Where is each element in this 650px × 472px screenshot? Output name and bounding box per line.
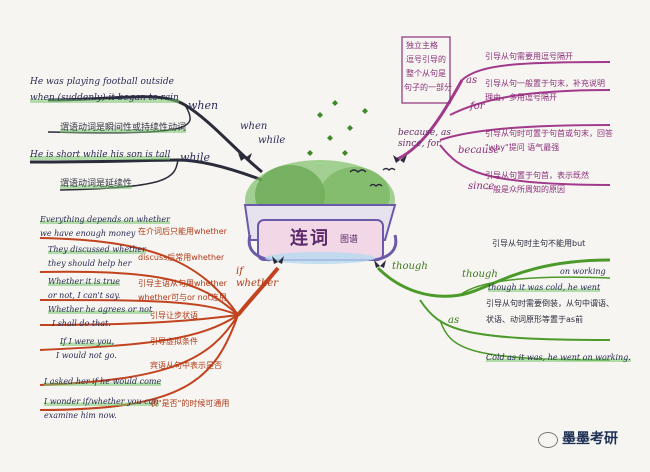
branch-for <box>449 89 611 116</box>
branch-as-bottom <box>419 299 611 341</box>
node-while: while <box>180 151 211 164</box>
since-note-2: 一般是众所周知的原因 <box>485 185 565 194</box>
box-line-4: 句子的一部分 <box>404 83 452 92</box>
box-line-1: 独立主格 <box>406 41 438 50</box>
box-line-3: 整个从句是 <box>406 69 446 78</box>
if-note-1: 在介词后只能用whether <box>138 227 227 236</box>
if-example-9: If I were you, <box>60 337 115 346</box>
if-note-3: 引导主语从句用whether <box>138 279 227 288</box>
butterfly-icon <box>374 260 386 268</box>
if-example-3: They discussed whether <box>48 245 146 254</box>
if-example-5: Whether it is true <box>48 277 121 286</box>
node-for: for <box>470 101 485 112</box>
when-example-2: when (suddenly) it began to rain <box>30 93 179 103</box>
when-example-1: He was playing football outside <box>30 77 174 87</box>
node-if-whether: if whether <box>236 266 279 289</box>
if-example-8: I shall do that. <box>52 319 111 328</box>
butterfly-icon <box>272 256 284 264</box>
branch-while <box>29 158 263 182</box>
if-example-7: Whether he agrees or not <box>48 305 153 314</box>
though-note: 引导从句时主句不能用but <box>492 239 586 248</box>
because-note-2: "why"提问 语气最强 <box>485 143 560 152</box>
branch-though <box>376 258 611 298</box>
if-example-12: I wonder if/whether you can <box>44 397 159 406</box>
bird-icon <box>349 167 396 188</box>
if-example-6: or not, I can't say. <box>48 291 121 300</box>
butterfly-icon <box>238 153 252 161</box>
leaf-icon <box>307 100 368 156</box>
node-since: since <box>468 181 495 192</box>
node-when-while: when <box>240 121 268 132</box>
as-example: Cold as it was, he went on working. <box>486 353 631 362</box>
node-as-top: as <box>466 75 478 86</box>
branch-because-sub <box>439 124 611 141</box>
if-example-2: we have enough money <box>40 229 136 238</box>
though-example-2: though it was cold, he went <box>488 283 601 292</box>
center-subtitle: 图谱 <box>340 235 359 245</box>
while-example: He is short while his son is tall <box>30 150 171 160</box>
branch-since <box>439 144 611 186</box>
center-title: 连词 <box>290 228 330 249</box>
as-note: 引导从句需要用逗号隔开 <box>485 52 573 61</box>
branch-while-sub <box>59 159 179 191</box>
when-note: 谓语动词是瞬间性或持续性动词 <box>60 123 187 133</box>
butterfly-icon <box>393 155 407 163</box>
since-note-1: 引导从句置于句首，表示既然 <box>485 171 589 180</box>
if-example-1: Everything depends on whether <box>40 215 170 224</box>
watermark: 墨墨考研 <box>562 431 618 447</box>
for-note-2: 理由，多用逗号隔开 <box>485 93 557 102</box>
if-example-10: I would not go. <box>56 351 117 360</box>
if-note-7: 宾语从句中表示是否 <box>150 361 222 370</box>
node-because-group: because, as since, for <box>398 128 451 149</box>
branch-if-whether <box>39 237 280 411</box>
node-though: though <box>392 261 428 272</box>
branch-as-top <box>461 61 611 81</box>
node-when: when <box>188 99 219 112</box>
node-as-bottom: as <box>448 315 460 326</box>
box-line-2: 逗号引导的 <box>406 55 446 64</box>
though-example-1: on working <box>560 267 606 276</box>
if-example-11: I asked her if he would come <box>44 377 162 386</box>
if-note-2: discuss后常用whether <box>138 253 225 262</box>
as-note-1: 引导从句时需要倒装，从句中谓语、 <box>486 299 614 308</box>
if-note-4: whether可与or not连用 <box>138 293 227 302</box>
node-because: because <box>458 145 500 156</box>
node-though-2: though <box>462 269 498 280</box>
branch-because <box>394 79 464 162</box>
while-note: 谓语动词是延续性 <box>60 179 133 189</box>
branch-though-sub <box>459 276 611 296</box>
as-note-2: 状语、动词原形等置于as前 <box>486 315 584 324</box>
for-note-1: 引导从句一般置于句末，补充说明 <box>485 79 605 88</box>
if-example-13: examine him now. <box>44 411 117 420</box>
node-when-while-2: while <box>258 135 286 146</box>
if-example-4: they should help her <box>48 259 132 268</box>
wechat-icon <box>538 432 558 448</box>
if-note-5: 引导让步状语 <box>150 311 198 320</box>
note-box <box>401 36 451 104</box>
because-note-1: 引导从句时可置于句首或句末，回答 <box>485 129 613 138</box>
if-note-8: 表"是否"的时候可通用 <box>150 399 230 408</box>
if-note-6: 引导虚拟条件 <box>150 337 198 346</box>
center-illustration <box>243 160 398 264</box>
